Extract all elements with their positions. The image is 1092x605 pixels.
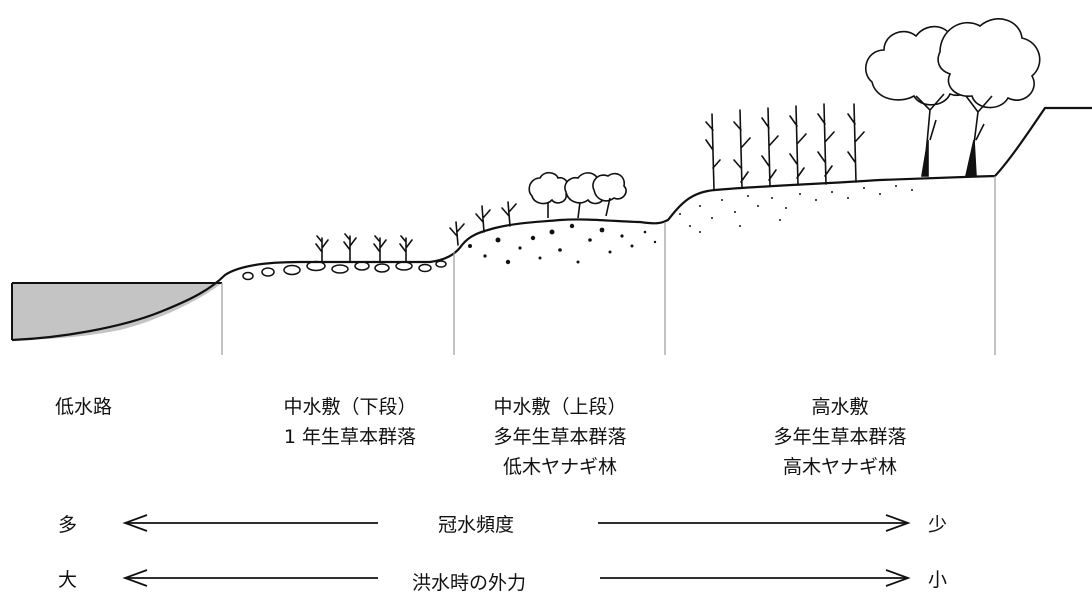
inundation-center-label: 冠水頻度: [438, 514, 515, 536]
perennial-grasses-mid: [449, 201, 517, 246]
inundation-arrowhead-left: [122, 514, 148, 532]
river-cross-section-diagram: [11, 18, 1092, 355]
force-arrowhead-left: [122, 569, 148, 587]
force-right-label: 小: [928, 569, 948, 591]
zone-high-line2: 多年生草本群落: [773, 426, 907, 448]
fine-sand-high-zone: [679, 185, 913, 233]
annual-grasses: [315, 233, 413, 263]
inundation-left-label: 多: [58, 514, 78, 536]
inundation-arrowhead-right: [885, 514, 911, 532]
gravel-upper-mid-zone: [468, 223, 657, 265]
tall-willow-trees: [864, 18, 1041, 177]
force-center-label: 洪水時の外力: [412, 572, 527, 594]
inundation-right-label: 少: [928, 514, 948, 536]
force-left-label: 大: [58, 569, 78, 591]
perennial-grasses-high: [705, 103, 865, 191]
ground-profile-line: [11, 106, 1092, 342]
zone-mid-lower-line1: 中水敷（下段）: [283, 396, 417, 418]
zone-label-mid-upper: 中水敷（上段） 多年生草本群落 低木ヤナギ林: [460, 392, 660, 482]
low-water-channel-water: [12, 283, 222, 340]
zone-mid-upper-line2: 多年生草本群落: [493, 426, 627, 448]
zone-mid-upper-line1: 中水敷（上段）: [493, 396, 627, 418]
zone-mid-lower-line2: 1 年生草本群落: [283, 426, 417, 448]
shrub-willows: [528, 171, 627, 219]
zone-label-high-floodplain: 高水敷 多年生草本群落 高木ヤナギ林: [740, 392, 940, 482]
zone-high-line3: 高木ヤナギ林: [782, 456, 897, 478]
cobbles-lower-zone: [242, 260, 447, 281]
zone-high-line1: 高水敷: [811, 396, 869, 418]
zone-label-mid-lower: 中水敷（下段） 1 年生草本群落: [250, 392, 450, 452]
zone-label-low-channel: 低水路: [55, 392, 112, 422]
force-arrowhead-right: [885, 569, 911, 587]
zone-mid-upper-line3: 低木ヤナギ林: [502, 456, 617, 478]
zone-low-channel-line1: 低水路: [55, 396, 113, 418]
